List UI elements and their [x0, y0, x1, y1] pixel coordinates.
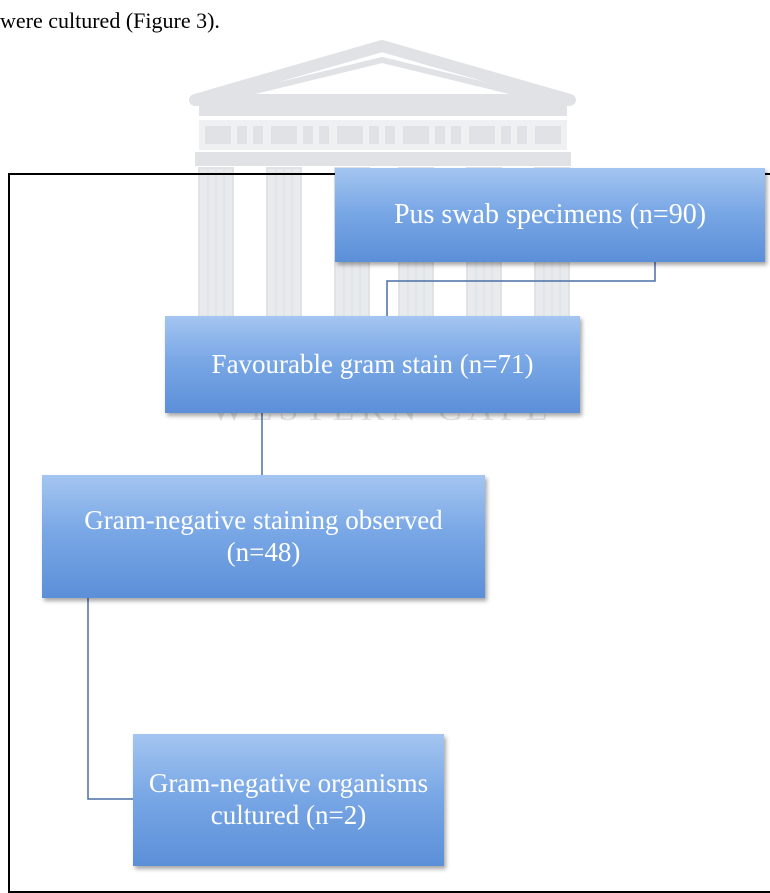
flowbox-gram-negative-cultured: Gram-negative organisms cultured (n=2): [133, 734, 444, 866]
flowbox-pus-swab-specimens: Pus swab specimens (n=90): [335, 168, 765, 262]
flowbox-label: Favourable gram stain (n=71): [211, 348, 534, 379]
flowbox-gram-negative-staining: Gram-negative staining observed (n=48): [42, 475, 485, 598]
flowbox-label: Pus swab specimens (n=90): [393, 199, 707, 231]
intro-text: were cultured (Figure 3).: [0, 8, 220, 33]
flowbox-favourable-gram-stain: Favourable gram stain (n=71): [165, 316, 580, 413]
flowbox-label: Gram-negative staining observed (n=48): [84, 504, 443, 567]
flowbox-label: Gram-negative organisms cultured (n=2): [148, 768, 429, 830]
